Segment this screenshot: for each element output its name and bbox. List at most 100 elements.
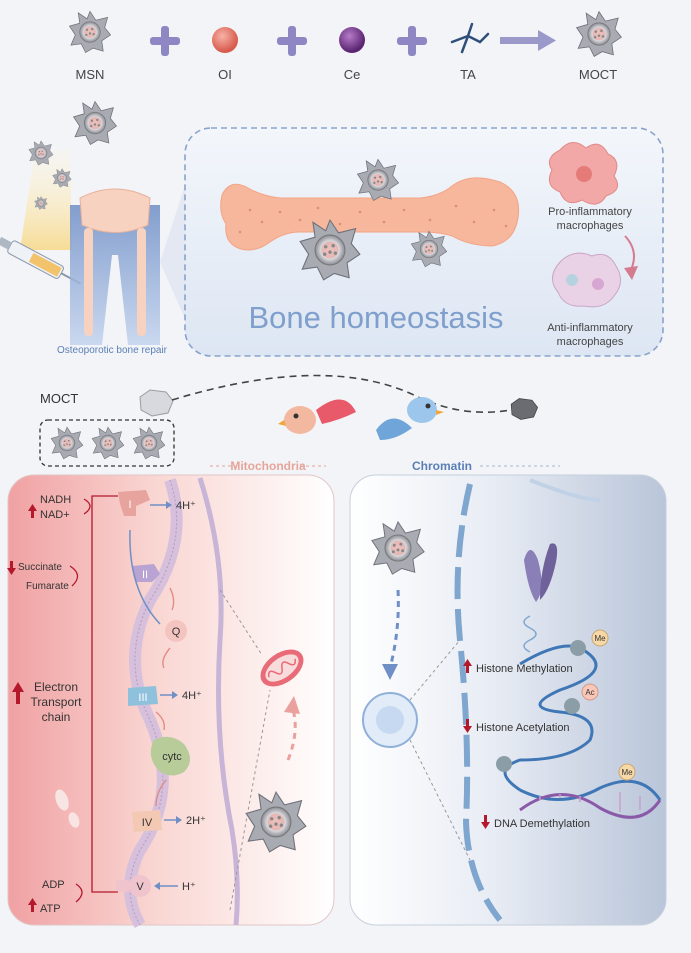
up-arrow-icon xyxy=(12,682,24,704)
decoration xyxy=(529,478,601,502)
down-arrow-icon xyxy=(463,719,472,733)
arrowhead-icon xyxy=(176,816,182,824)
pro-label-2: macrophages xyxy=(557,220,624,232)
msn-label: MSN xyxy=(76,67,105,82)
h4-text: 2H⁺ xyxy=(186,815,206,827)
dark-rock-icon xyxy=(510,398,538,420)
oi-sphere-icon xyxy=(212,27,238,53)
moct-icon xyxy=(576,11,622,57)
outer-membrane xyxy=(197,477,240,926)
pro-inflammatory-macrophage-icon xyxy=(548,142,619,205)
ac-tag: Ac xyxy=(585,688,594,697)
oi-label: OI xyxy=(218,67,232,82)
complex-i-label: I xyxy=(128,499,131,511)
pink-bird-icon xyxy=(278,399,356,434)
chromatin-label: Chromatin xyxy=(412,459,472,473)
dna-strand xyxy=(519,793,662,819)
arrowhead-icon xyxy=(284,696,300,714)
membrane-dots xyxy=(129,479,178,926)
uptake-arrow xyxy=(286,705,297,761)
rock-icon xyxy=(139,389,174,417)
cytc-icon xyxy=(150,736,190,776)
succinate-text: Succinate xyxy=(18,562,62,573)
cytc-label: cytc xyxy=(162,751,182,763)
anti-label-2: macrophages xyxy=(557,336,624,348)
methyl-tag-icon xyxy=(618,763,636,781)
electron-flow-arrow xyxy=(155,711,166,731)
bone-texture xyxy=(238,204,508,234)
complex-iii: III xyxy=(128,686,158,706)
middle-section: Osteoporotic bone repair Bone homeostasi… xyxy=(0,101,664,357)
curved-arrow xyxy=(83,498,91,515)
blue-bird-icon xyxy=(376,397,444,440)
nucleosome-icon xyxy=(570,640,586,656)
methyl-tag-icon xyxy=(591,629,609,647)
electron-flow-arrow xyxy=(162,647,171,669)
complex-v-label: V xyxy=(136,881,144,893)
nanoparticle-icon xyxy=(73,101,117,145)
lower-moct-label: MOCT xyxy=(40,391,78,406)
arrowhead-icon xyxy=(166,501,172,509)
uptake-arrow xyxy=(388,589,400,669)
complex-v: V xyxy=(116,875,151,897)
plus-icon xyxy=(277,26,307,56)
moct-group-box xyxy=(39,419,175,467)
down-arrow-icon xyxy=(481,815,490,829)
adp-text: ADP xyxy=(42,879,65,891)
msn-icon xyxy=(69,11,111,53)
anti-inflammatory-macrophage-icon xyxy=(552,252,621,308)
etc-bracket xyxy=(91,495,118,893)
bone-illustration xyxy=(220,177,520,251)
ta-label: TA xyxy=(460,67,476,82)
curved-arrow xyxy=(69,565,79,587)
h1-text: 4H⁺ xyxy=(176,500,196,512)
pelvis-legs-illustration xyxy=(70,188,160,345)
down-arrow-icon xyxy=(7,561,16,575)
mitochondrion-icon xyxy=(260,649,304,687)
dna-demethylation-text: DNA Demethylation xyxy=(494,818,590,830)
chromatin-panel-bg xyxy=(349,474,667,926)
electron-flow-arrow xyxy=(129,529,161,625)
chromatin-panel: Me Ac Histone Methylation Histone Acetyl… xyxy=(349,474,667,926)
dna-base-pairs xyxy=(539,792,641,812)
nucleosome-icon xyxy=(564,698,580,714)
curved-arrow xyxy=(75,883,83,903)
moct-label: MOCT xyxy=(579,67,617,82)
complex-iii-label: III xyxy=(138,692,147,704)
histone-methylation-text: Histone Methylation xyxy=(476,663,573,675)
histone-acetylation-text: Histone Acetylation xyxy=(476,722,570,734)
etc-text-2: Transport xyxy=(31,695,83,709)
zoom-line xyxy=(219,589,263,656)
arrowhead-icon xyxy=(382,664,398,680)
homeostasis-title: Bone homeostasis xyxy=(248,300,503,335)
zoom-line xyxy=(409,739,471,861)
ce-sphere-icon xyxy=(339,27,365,53)
nanoparticle-icon xyxy=(91,426,125,460)
ce-label: Ce xyxy=(344,67,361,82)
decoration xyxy=(68,812,80,828)
electron-flow-arrow xyxy=(155,779,167,807)
plus-icon xyxy=(150,26,180,56)
top-row: MSN OI Ce TA MOCT xyxy=(69,11,622,82)
h3-text: 4H⁺ xyxy=(182,690,202,702)
chromosome-icon xyxy=(524,543,558,602)
nucleosome-icon xyxy=(496,756,512,772)
complex-i: I xyxy=(118,490,150,516)
etc-text-1: Electron xyxy=(34,680,78,694)
pro-label-1: Pro-inflammatory xyxy=(548,206,632,218)
fumarate-text: Fumarate xyxy=(26,581,69,592)
nanoparticle-icon xyxy=(132,426,166,460)
up-arrow-icon xyxy=(28,504,37,518)
arrowhead-icon xyxy=(172,691,178,699)
complex-iv: IV xyxy=(132,810,162,832)
complex-ii-label: II xyxy=(142,569,148,581)
trajectory-path xyxy=(171,374,521,414)
repair-caption: Osteoporotic bone repair xyxy=(57,345,168,356)
me-tag-1: Me xyxy=(594,634,606,643)
arrowhead-icon xyxy=(154,882,160,890)
nucleolus-icon xyxy=(376,706,404,734)
complex-iv-label: IV xyxy=(142,817,153,829)
nanoparticle-icon xyxy=(50,426,84,460)
anti-label-1: Anti-inflammatory xyxy=(547,322,633,334)
